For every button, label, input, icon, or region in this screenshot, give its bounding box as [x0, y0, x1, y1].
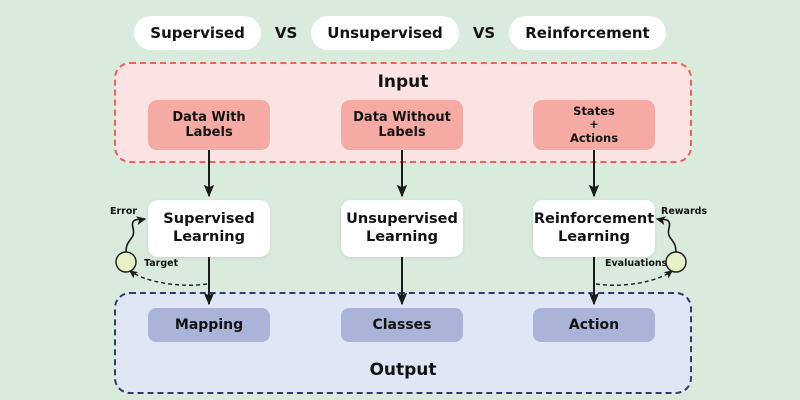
input-box-2-line1: Data Without [353, 109, 451, 125]
arrow-evaluations-feedback [595, 270, 673, 286]
loop-label-rewards: Rewards [661, 206, 708, 217]
input-panel-title: Input [377, 72, 429, 92]
loop-node-right [665, 251, 687, 273]
header-pill-reinforcement: Reinforcement [509, 16, 666, 50]
header-pill-unsupervised: Unsupervised [311, 16, 459, 50]
process-box-3-line2: Learning [557, 228, 630, 245]
loop-label-target: Target [144, 258, 179, 269]
input-box-2-line2: Labels [378, 125, 426, 140]
header-pill-supervised: Supervised [134, 16, 261, 50]
output-panel-title: Output [369, 360, 437, 380]
input-box-1-line2: Labels [185, 125, 233, 140]
input-box-3-line3: Actions [569, 130, 619, 145]
header-vs-2: VS [472, 24, 496, 42]
loop-label-error: Error [110, 206, 138, 217]
arrow-rewards-feedback [655, 216, 677, 253]
process-box-2-line1: Unsupervised [346, 211, 458, 228]
arrow-target-feedback [129, 270, 208, 286]
process-box-2-line2: Learning [365, 228, 438, 245]
input-box-3-line1: States [573, 103, 615, 118]
header-vs-1: VS [274, 24, 298, 42]
input-box-3-line2: + [589, 117, 599, 132]
process-box-supervised-learning: Supervised Learning [148, 200, 270, 257]
output-box-mapping: Mapping [148, 308, 270, 342]
comparison-header: Supervised VS Unsupervised VS Reinforcem… [134, 16, 666, 50]
input-box-states-actions: States + Actions [533, 100, 655, 150]
loop-label-evaluations: Evaluations [605, 258, 668, 269]
process-box-unsupervised-learning: Unsupervised Learning [341, 200, 463, 257]
process-box-reinforcement-learning: Reinforcement Learning [533, 200, 655, 257]
arrow-error-feedback [125, 216, 147, 253]
input-box-data-without-labels: Data Without Labels [341, 100, 463, 150]
process-box-1-line2: Learning [172, 228, 245, 245]
loop-node-left [115, 251, 137, 273]
process-box-1-line1: Supervised [163, 211, 255, 228]
process-box-3-line1: Reinforcement [533, 211, 655, 228]
input-box-data-with-labels: Data With Labels [148, 100, 270, 150]
output-box-classes: Classes [341, 308, 463, 342]
output-box-action: Action [533, 308, 655, 342]
input-box-1-line1: Data With [172, 109, 246, 125]
